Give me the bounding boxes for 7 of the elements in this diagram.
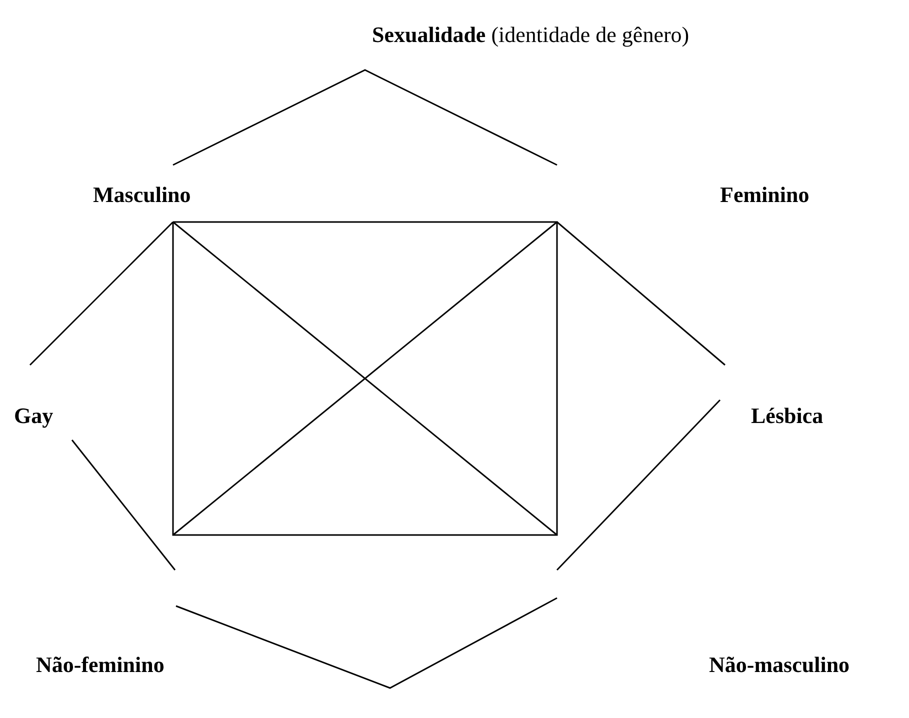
term-label: Gay xyxy=(14,403,54,429)
term-label: Não-masculino xyxy=(709,652,850,678)
diagram-title: Sexualidade (identidade de gênero) xyxy=(372,22,690,48)
term-label: Feminino xyxy=(720,182,810,208)
term-label: Não-feminino xyxy=(36,652,164,678)
term-label: Lésbica xyxy=(751,403,824,429)
term-label: Masculino xyxy=(93,182,191,208)
